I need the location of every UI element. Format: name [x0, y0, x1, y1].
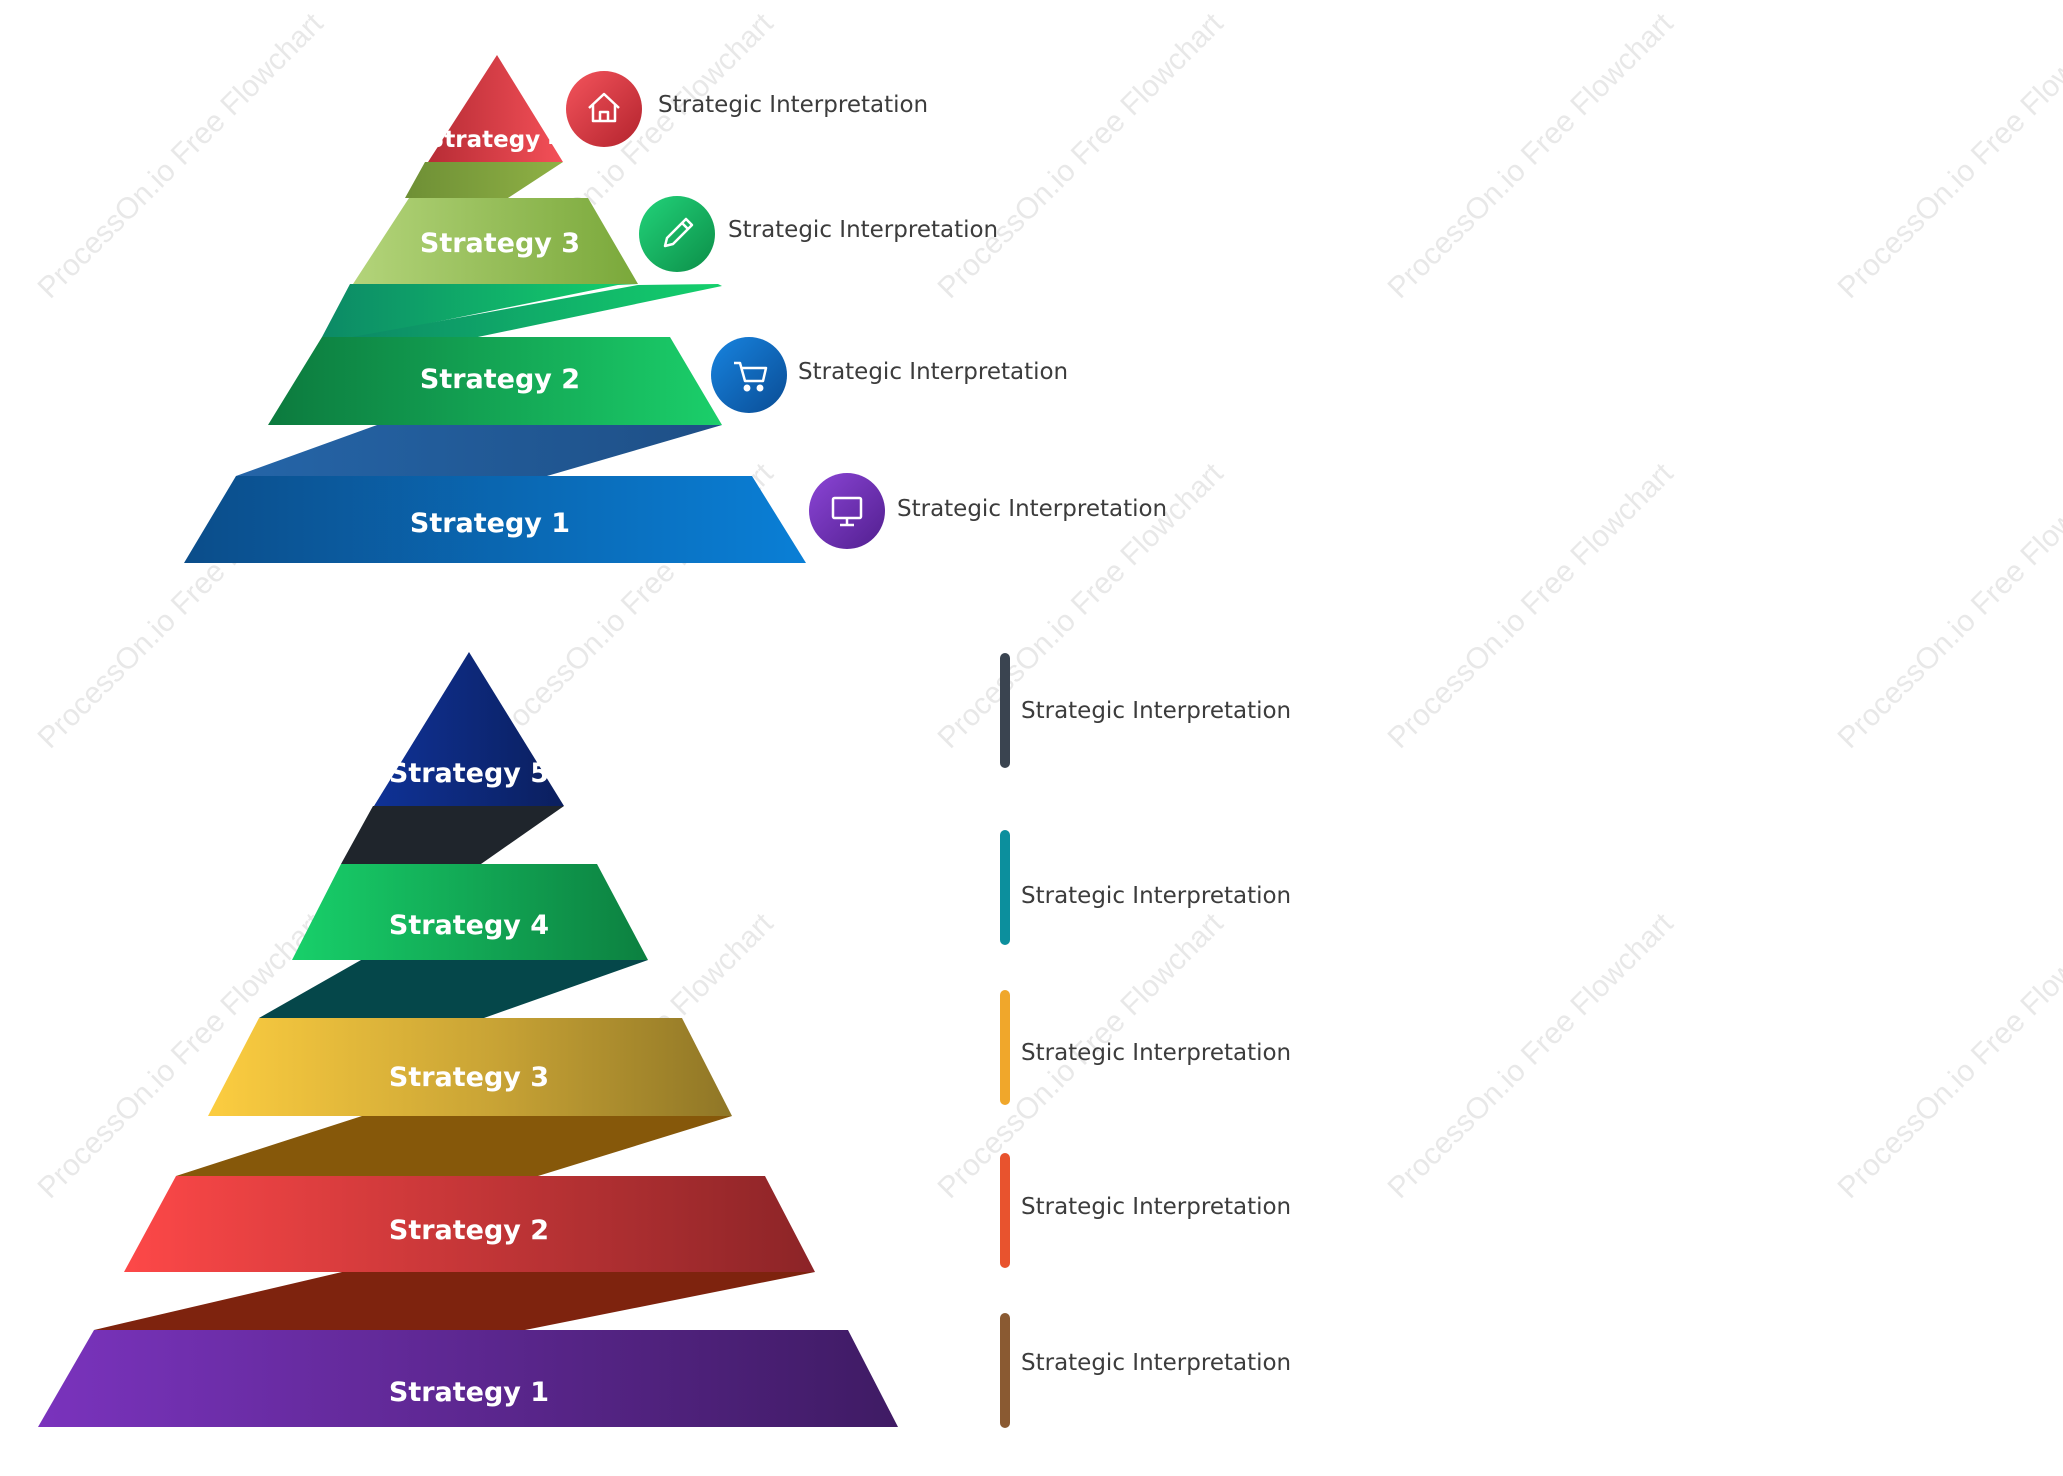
pyramid-connector-band: [176, 1116, 732, 1176]
watermark: ProcessOn.io Free Flowchart: [932, 6, 1230, 304]
pyramid-tier-top: [428, 55, 563, 162]
pyramid-diagram-1: Strategy 4 Strategy 3 Strategy 2 Strateg…: [184, 55, 1167, 563]
interpretation-text: Strategic Interpretation: [1021, 698, 1291, 724]
watermark: ProcessOn.io Free Flowchart: [32, 6, 330, 304]
tier-label: Strategy 5: [389, 758, 549, 789]
interpretation-text: Strategic Interpretation: [658, 92, 928, 118]
accent-bar: [1000, 653, 1010, 768]
pencil-icon: [663, 217, 694, 248]
accent-bar: [1000, 1313, 1010, 1428]
accent-bar: [1000, 990, 1010, 1105]
pyramid-tier: [124, 1176, 815, 1272]
pyramid-tier: [353, 198, 638, 284]
tier-label: Strategy 4: [428, 127, 564, 153]
interpretation-text: Strategic Interpretation: [798, 359, 1068, 385]
pyramid-connector-band: [341, 806, 564, 864]
pyramid-tier: [292, 864, 648, 960]
icon-badge: [639, 196, 715, 272]
tier-label: Strategy 3: [420, 228, 580, 259]
pyramid-connector-band: [405, 162, 563, 198]
house-icon: [588, 92, 620, 123]
cart-icon: [734, 361, 768, 392]
pyramid-tier: [208, 1018, 732, 1116]
interpretation-text: Strategic Interpretation: [1021, 1040, 1291, 1066]
watermark: ProcessOn.io Free Flowchart: [1832, 906, 2063, 1204]
watermark: ProcessOn.io Free Flowchart: [1382, 906, 1680, 1204]
pyramid-connector-band: [94, 1272, 815, 1330]
icon-badge: [566, 71, 642, 147]
pyramid-tier: [268, 337, 722, 425]
interpretation-text: Strategic Interpretation: [1021, 1194, 1291, 1220]
pyramid-connector-band: [259, 960, 648, 1018]
watermark: ProcessOn.io Free Flowchart: [1832, 6, 2063, 304]
interpretation-text: Strategic Interpretation: [897, 496, 1167, 522]
tier-label: Strategy 1: [389, 1377, 549, 1408]
pyramid-connector-band: [236, 425, 722, 476]
watermark: ProcessOn.io Free Flowchart: [1382, 456, 1680, 754]
monitor-icon: [831, 496, 863, 527]
accent-bar: [1000, 830, 1010, 945]
interpretation-text: Strategic Interpretation: [728, 217, 998, 243]
pyramid-connector-band: [352, 284, 722, 338]
interpretation-text: Strategic Interpretation: [1021, 1350, 1291, 1376]
tier-label: Strategy 3: [389, 1062, 549, 1093]
watermark: ProcessOn.io Free Flowchart: [1832, 456, 2063, 754]
pyramid-tier-top: [374, 652, 564, 806]
tier-label: Strategy 2: [420, 364, 580, 395]
interpretation-text: Strategic Interpretation: [1021, 883, 1291, 909]
pyramid-connector-band: [322, 284, 638, 337]
icon-badge: [711, 337, 787, 413]
pyramid-tier: [184, 476, 806, 563]
tier-label: Strategy 2: [389, 1215, 549, 1246]
pyramid-diagram-2: Strategy 5 Strategy 4 Strategy 3 Strateg…: [38, 652, 1291, 1428]
tier-label: Strategy 4: [389, 910, 549, 941]
watermark: ProcessOn.io Free Flowchart: [1382, 6, 1680, 304]
pyramid-tier: [38, 1330, 898, 1427]
accent-bar: [1000, 1153, 1010, 1268]
tier-label: Strategy 1: [410, 508, 570, 539]
icon-badge: [809, 473, 885, 549]
